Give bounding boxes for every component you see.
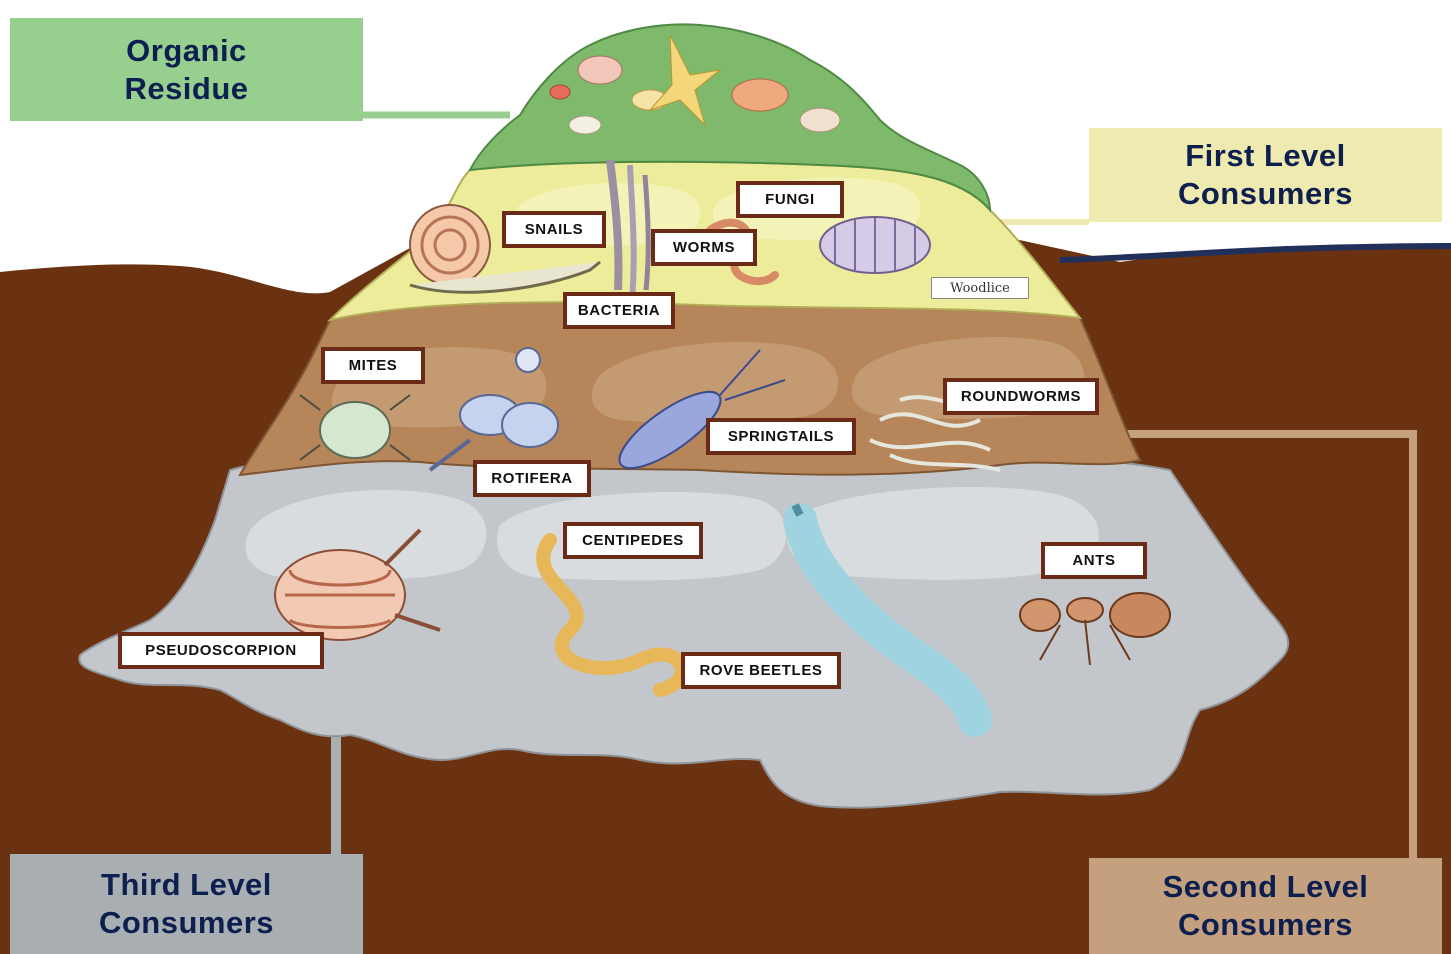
label-rove-beetles: ROVE BEETLES [681, 652, 841, 689]
organic-residue-title-line2: Residue [124, 70, 249, 106]
second-level-consumers-box: Second Level Consumers [1089, 858, 1442, 954]
centipede-illustration [536, 533, 689, 697]
label-fungi: FUNGI [736, 181, 844, 218]
rove-beetle-illustration [783, 503, 992, 737]
third-level-consumers-box: Third Level Consumers [10, 854, 363, 954]
label-snails: SNAILS [502, 211, 606, 248]
second-level-title-line1: Second Level [1162, 869, 1369, 904]
springtail-illustration [618, 349, 786, 470]
woodlouse-illustration [819, 216, 931, 274]
label-worms: WORMS [651, 229, 757, 266]
label-centipedes: CENTIPEDES [563, 522, 703, 559]
bacteria-illustration [606, 159, 651, 301]
residue-debris [549, 34, 841, 135]
first-level-title-line1: First Level [1185, 138, 1346, 173]
label-rotifera: ROTIFERA [473, 460, 591, 497]
rotifer-illustration [428, 347, 559, 472]
label-woodlice: Woodlice [931, 277, 1029, 299]
third-level-title-line1: Third Level [101, 867, 272, 902]
snail-illustration [409, 204, 601, 294]
label-ants: ANTS [1041, 542, 1147, 579]
label-mites: MITES [321, 347, 425, 384]
organic-residue-title-line1: Organic [126, 32, 247, 68]
soil-rim [1059, 243, 1451, 263]
third-level-title-line2: Consumers [98, 905, 275, 940]
pseudoscorpion-illustration [274, 528, 441, 641]
label-pseudoscorpion: PSEUDOSCORPION [118, 632, 324, 669]
label-bacteria: BACTERIA [563, 292, 675, 329]
label-springtails: SPRINGTAILS [706, 418, 856, 455]
second-chamber-mid [591, 342, 839, 425]
organic-residue-box: Organic Residue [10, 18, 363, 121]
mite-illustration [299, 394, 411, 461]
second-level-connector [1120, 430, 1417, 858]
second-level-title-line2: Consumers [1177, 907, 1354, 942]
third-chamber-right [786, 487, 1099, 580]
first-level-title-line2: Consumers [1177, 176, 1354, 211]
label-roundworms: ROUNDWORMS [943, 378, 1099, 415]
first-level-consumers-box: First Level Consumers [1089, 128, 1442, 222]
ant-illustration [1019, 592, 1171, 666]
